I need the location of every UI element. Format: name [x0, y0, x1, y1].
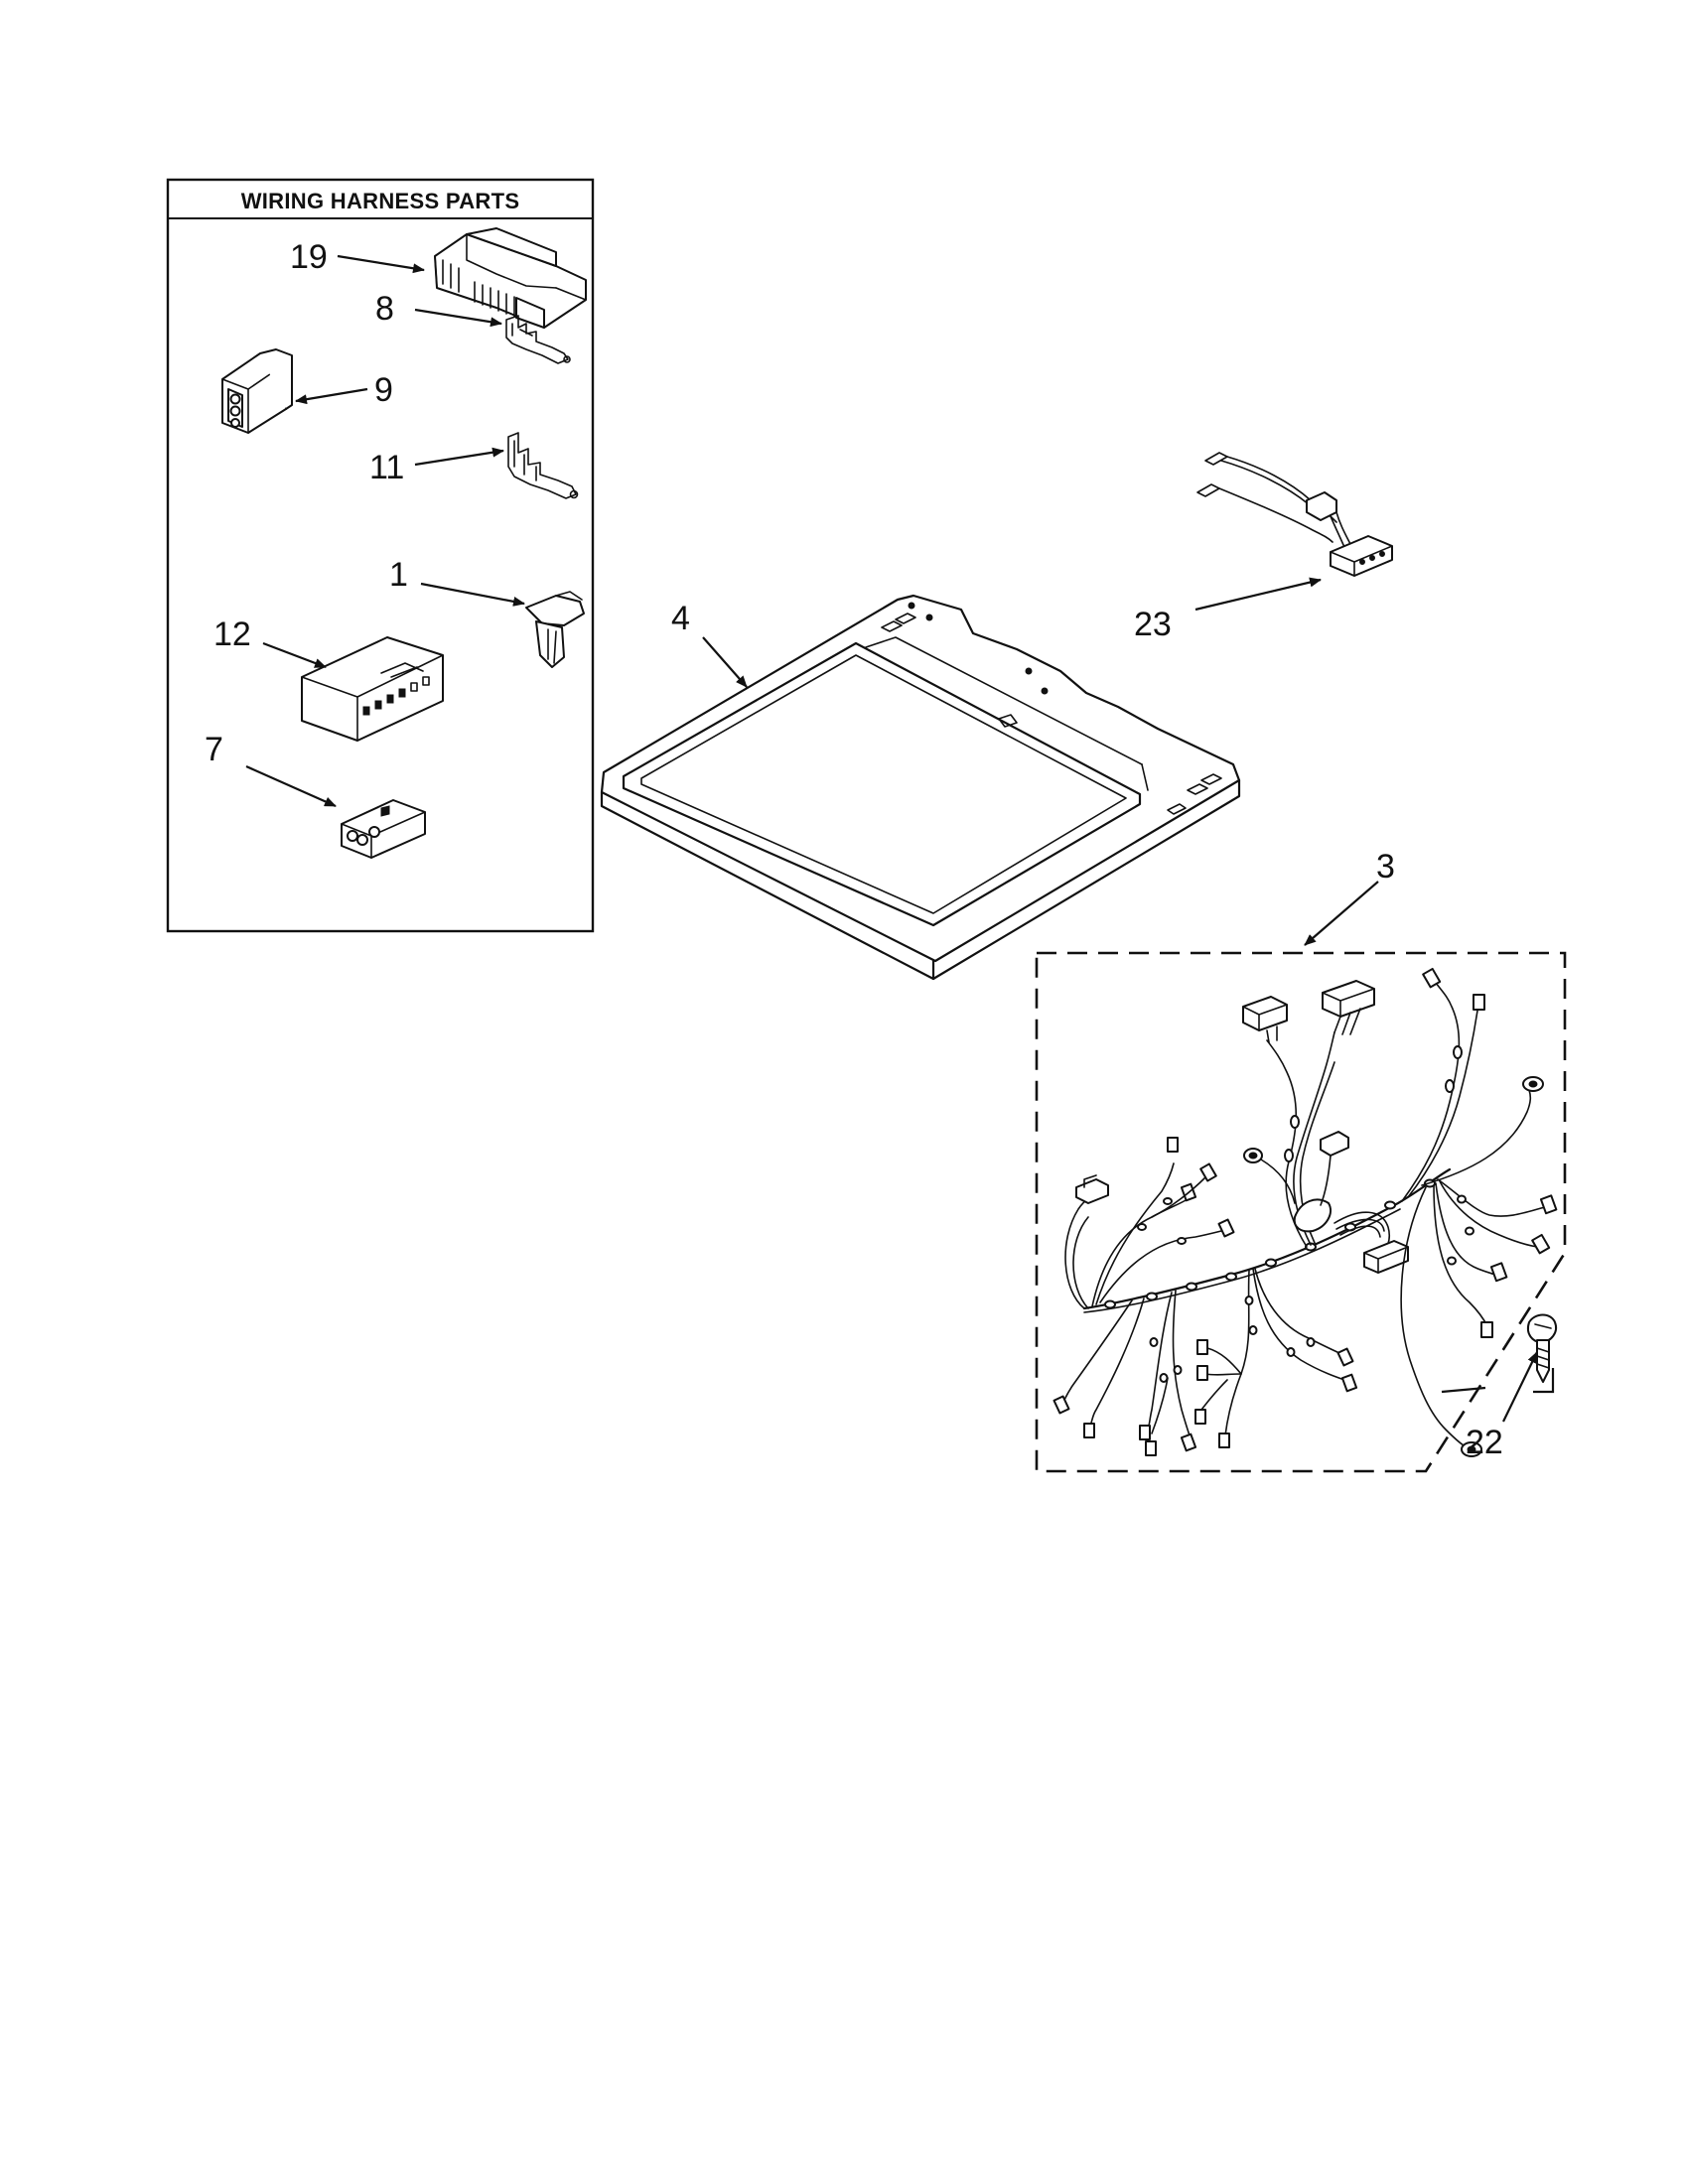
part-9-plug-connector — [221, 348, 293, 434]
part-3-main-harness — [1052, 967, 1558, 1457]
part-1-clip — [525, 591, 585, 668]
part-23-small-harness — [1196, 452, 1393, 577]
box-title: WIRING HARNESS PARTS — [241, 189, 520, 213]
part-11-terminal — [507, 432, 579, 499]
part-12-connector-housing — [301, 636, 444, 742]
callout-9: 9 — [374, 371, 393, 409]
callout-3: 3 — [1376, 848, 1395, 886]
wiring-harness-parts-box: WIRING HARNESS PARTS — [166, 178, 595, 933]
callout-11: 11 — [369, 449, 404, 486]
callout-8: 8 — [375, 290, 394, 328]
part-22-screw — [1527, 1313, 1557, 1383]
part-8-terminal — [505, 315, 571, 364]
part-4-top-frame — [600, 594, 1241, 981]
callout-7: 7 — [205, 731, 223, 768]
callout-1: 1 — [389, 556, 408, 594]
part-7-small-connector — [341, 799, 426, 859]
callout-19: 19 — [290, 238, 328, 276]
callout-23: 23 — [1134, 606, 1172, 643]
callout-4: 4 — [671, 600, 690, 637]
part-19-connector-block — [434, 227, 587, 329]
part-3-main-harness-region — [1035, 951, 1567, 1473]
callout-12: 12 — [213, 615, 251, 653]
callout-22: 22 — [1466, 1424, 1503, 1461]
